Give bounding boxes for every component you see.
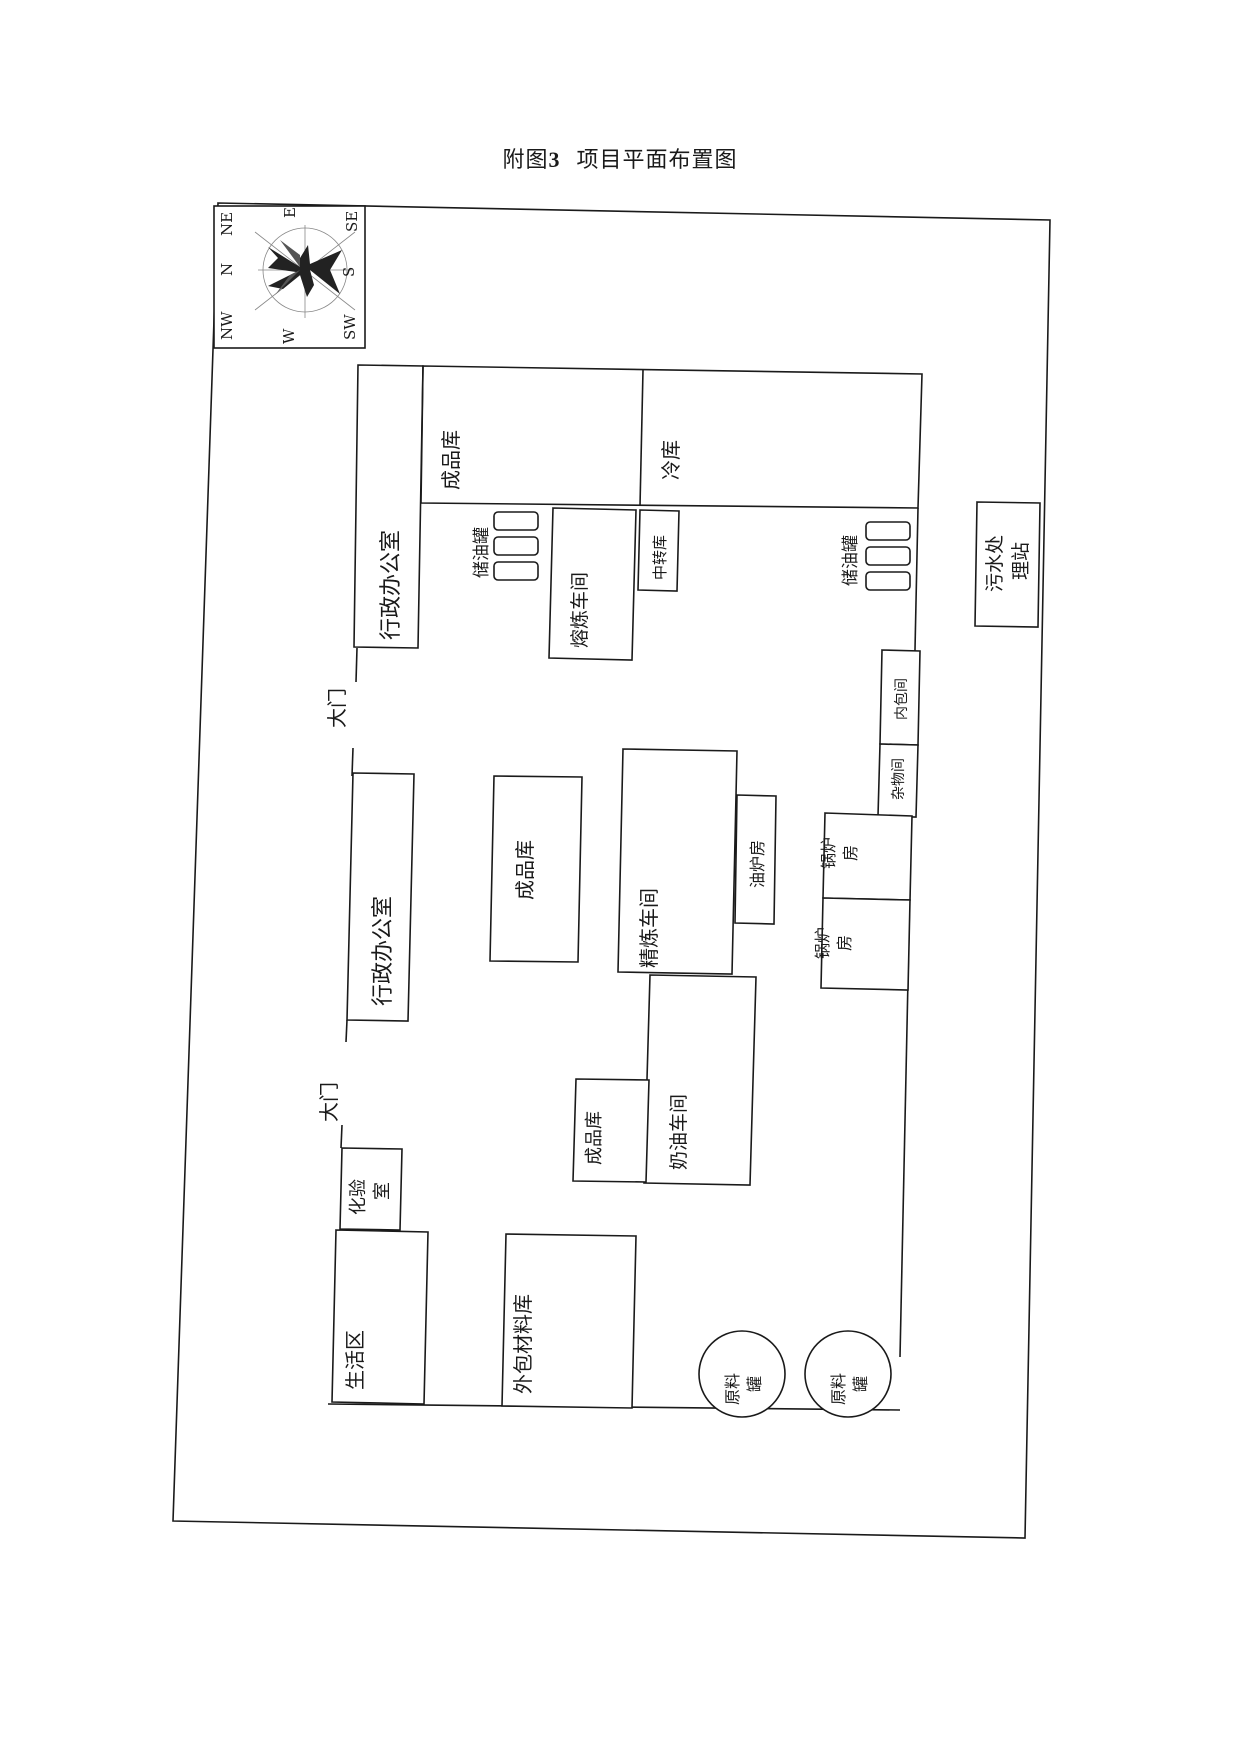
gate-south-post-bottom bbox=[340, 1124, 343, 1149]
boiler-room-1-label-block: 锅炉房 bbox=[818, 831, 862, 875]
raw-tank-2-label-line1: 原料 bbox=[829, 1373, 848, 1405]
melting-workshop-label: 熔炼车间 bbox=[569, 572, 591, 648]
wind-rose-icon bbox=[268, 245, 342, 297]
figure-title-prefix: 附图 bbox=[502, 148, 549, 173]
oil-tanks-1-label: 储油罐 bbox=[472, 527, 492, 578]
refining-workshop-label: 精炼车间 bbox=[637, 888, 661, 968]
oil-tank-icon bbox=[865, 521, 911, 541]
transfer-store-label: 中转库 bbox=[651, 535, 669, 580]
boiler-room-1-label: 锅炉房 bbox=[819, 837, 860, 870]
gate-south-label: 大门 bbox=[317, 1082, 341, 1122]
compass-label-nw: NW bbox=[218, 311, 236, 340]
raw-tank-2-label-line2: 罐 bbox=[851, 1376, 870, 1392]
raw-tank-1 bbox=[698, 1330, 786, 1418]
compass-rose: NW N NE E SE S SW W bbox=[213, 205, 366, 349]
raw-tank-2 bbox=[804, 1330, 892, 1418]
compass-label-w: W bbox=[280, 328, 298, 344]
sundries-room-label: 杂物间 bbox=[891, 758, 907, 800]
finished-store-middle-label: 成品库 bbox=[513, 840, 537, 900]
oil-tank-icon bbox=[493, 561, 539, 581]
butter-workshop bbox=[643, 974, 757, 1186]
oil-tanks-2-label: 储油罐 bbox=[841, 535, 861, 586]
raw-tank-1-label-line1: 原料 bbox=[723, 1373, 742, 1405]
compass-label-se: SE bbox=[343, 211, 361, 232]
sundries-room bbox=[877, 743, 919, 818]
living-area-label: 生活区 bbox=[343, 1330, 367, 1390]
admin-office-north bbox=[353, 364, 424, 649]
sewage-station-label-line1: 污水处 bbox=[984, 535, 1006, 592]
oil-boiler-room-label: 油炉房 bbox=[748, 840, 767, 888]
compass-label-sw: SW bbox=[341, 314, 359, 340]
inner-pack-room-label: 内包间 bbox=[894, 678, 910, 720]
gate-north-label: 大门 bbox=[325, 688, 349, 728]
gate-south-post-top bbox=[345, 1019, 348, 1043]
oil-tank-icon bbox=[493, 511, 539, 531]
admin-office-north-label: 行政办公室 bbox=[379, 530, 404, 640]
compass-label-ne: NE bbox=[218, 212, 236, 236]
figure-title-text: 项目平面布置图 bbox=[576, 148, 738, 173]
oil-tank-icon bbox=[493, 536, 539, 556]
lab bbox=[339, 1147, 403, 1231]
oil-tanks-2: 储油罐 bbox=[841, 521, 911, 591]
outer-packaging-store-label: 外包材料库 bbox=[511, 1294, 535, 1394]
butter-workshop-label: 奶油车间 bbox=[668, 1094, 690, 1170]
admin-office-middle bbox=[346, 772, 415, 1022]
oil-tanks-1: 储油罐 bbox=[472, 511, 539, 581]
raw-tank-1-label-line2: 罐 bbox=[745, 1376, 764, 1392]
north-warehouse-block bbox=[420, 365, 923, 509]
compass-label-e: E bbox=[281, 207, 299, 218]
sewage-station-label-line2: 理站 bbox=[1010, 542, 1032, 580]
figure-title: 附图3 项目平面布置图 bbox=[0, 142, 1240, 174]
refining-workshop bbox=[617, 748, 738, 975]
living-area bbox=[331, 1229, 429, 1405]
oil-tank-icon bbox=[865, 546, 911, 566]
boiler-room-2-label: 锅炉房 bbox=[813, 927, 854, 960]
gate-north-post-bottom bbox=[351, 747, 354, 777]
boiler-room-2 bbox=[820, 897, 911, 991]
oil-boiler-room bbox=[734, 794, 777, 925]
boiler-room-2-label-block: 锅炉房 bbox=[812, 921, 856, 965]
figure-title-number: 3 bbox=[548, 147, 561, 172]
north-block-divider bbox=[639, 369, 644, 507]
admin-office-middle-label: 行政办公室 bbox=[371, 896, 396, 1006]
cold-store-label: 冷库 bbox=[659, 440, 683, 480]
compass-label-s: S bbox=[340, 267, 358, 277]
finished-store-south-label: 成品库 bbox=[584, 1111, 605, 1165]
site-boundary bbox=[172, 202, 1051, 1539]
lab-label-line1: 化验 bbox=[348, 1179, 369, 1215]
oil-tank-icon bbox=[865, 571, 911, 591]
finished-store-middle bbox=[489, 775, 583, 963]
sewage-station bbox=[974, 501, 1041, 628]
transfer-store bbox=[637, 509, 680, 592]
lab-label-line2: 室 bbox=[372, 1182, 393, 1200]
finished-store-north-label: 成品库 bbox=[439, 430, 463, 490]
melting-workshop bbox=[548, 507, 637, 661]
gate-north-post-top bbox=[355, 647, 358, 683]
outer-packaging-store bbox=[501, 1233, 637, 1409]
finished-store-south bbox=[572, 1078, 650, 1183]
compass-label-n: N bbox=[218, 263, 236, 276]
